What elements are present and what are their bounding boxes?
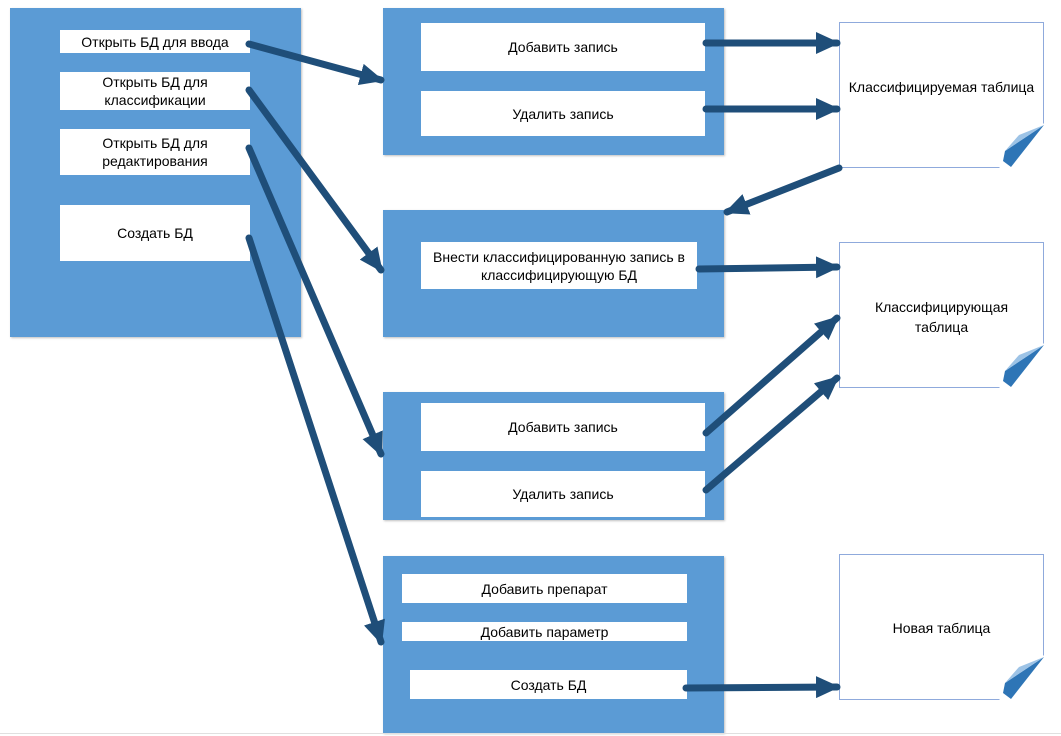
delete-record-button[interactable]: Удалить запись [421,91,705,136]
create-db-button-2[interactable]: Создать БД [410,670,687,699]
arrow-edit-to-edit-classifying [245,144,385,458]
classified-table-document: Классифицируемая таблица [839,22,1044,168]
classifying-table-document: Классифицирующая таблица [839,242,1044,388]
open-db-classification-button[interactable]: Открыть БД для классификации [60,72,250,110]
open-db-edit-button[interactable]: Открыть БД для редактирования [60,129,250,175]
edit-classified-panel: Добавить запись Удалить запись [383,8,724,155]
left-menu-panel: Открыть БД для ввода Открыть БД для клас… [10,8,301,337]
page-curl-icon [999,123,1044,168]
new-table-document: Новая таблица [839,554,1044,700]
add-parameter-button[interactable]: Добавить параметр [402,622,687,641]
page-bottom-divider [0,733,1061,734]
edit-classifying-panel: Добавить запись Удалить запись [383,392,724,520]
arrow-create-to-new-table [682,676,841,699]
arrow-input-to-edit [245,40,385,86]
new-table-label: Новая таблица [892,620,991,636]
classifying-table-label: Классифицирующая таблица [874,299,1009,335]
arrow-delete2-to-classifying [702,374,841,494]
arrow-classification-to-classify [245,86,385,274]
arrow-classified-to-classify [723,164,843,216]
arrow-classify-to-classifying [695,256,841,279]
arrow-add2-to-classifying [702,314,841,437]
page-curl-icon [999,655,1044,700]
add-classified-record-button[interactable]: Внести классифицированную запись в класс… [421,242,697,289]
add-record-button[interactable]: Добавить запись [421,23,705,71]
add-record-button-2[interactable]: Добавить запись [421,403,705,451]
open-db-input-button[interactable]: Открыть БД для ввода [60,30,250,53]
classified-table-label: Классифицируемая таблица [848,79,1035,95]
classify-panel: Внести классифицированную запись в класс… [383,210,724,337]
add-drug-button[interactable]: Добавить препарат [402,574,687,603]
arrow-create-to-create-panel [245,234,385,646]
page-curl-icon [999,343,1044,388]
create-db-panel: Добавить препарат Добавить параметр Созд… [383,556,724,733]
create-db-button[interactable]: Создать БД [60,205,250,261]
delete-record-button-2[interactable]: Удалить запись [421,471,705,517]
